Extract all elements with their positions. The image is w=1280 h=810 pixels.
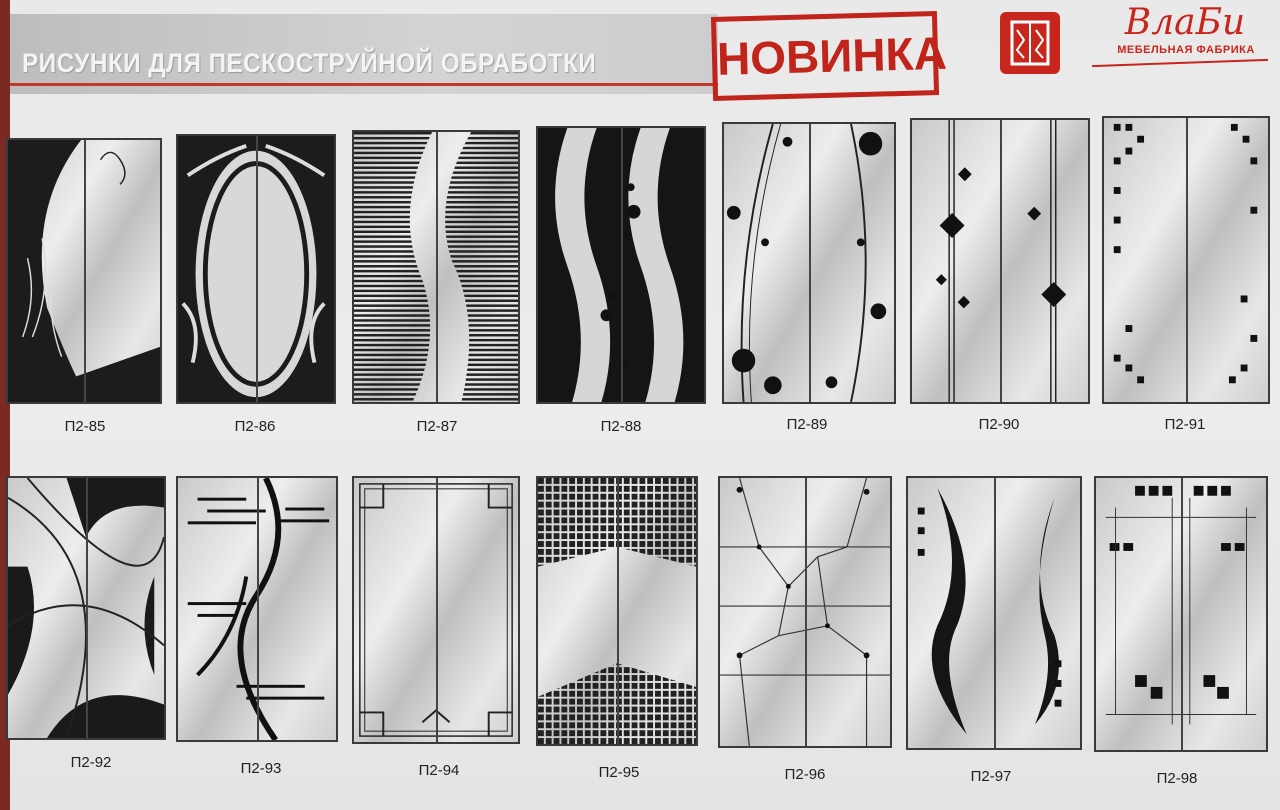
panel-p2-91[interactable] bbox=[1102, 116, 1270, 404]
pattern-bubbles-icon bbox=[726, 124, 887, 402]
panel-label: П2-85 bbox=[64, 418, 106, 435]
panel-p2-92[interactable] bbox=[6, 476, 166, 740]
panel-p2-90[interactable] bbox=[910, 118, 1090, 404]
panel-divider bbox=[809, 124, 811, 402]
panel-divider bbox=[621, 128, 623, 402]
panel-label: П2-98 bbox=[1156, 770, 1198, 787]
brand-subtitle: МЕБЕЛЬНАЯ ФАБРИКА bbox=[1117, 44, 1255, 56]
wardrobe-logo-icon bbox=[1000, 12, 1060, 74]
panel-divider bbox=[436, 132, 438, 402]
panel-divider bbox=[436, 478, 438, 742]
panel-label: П2-95 bbox=[598, 764, 640, 781]
panel-label: П2-97 bbox=[970, 768, 1012, 785]
panel-p2-94[interactable] bbox=[352, 476, 520, 744]
pattern-stripes-icon bbox=[354, 132, 518, 402]
panel-divider bbox=[805, 478, 807, 746]
panel-divider bbox=[1186, 118, 1188, 402]
panel-label: П2-91 bbox=[1164, 416, 1206, 433]
panel-label: П2-87 bbox=[416, 418, 458, 435]
pattern-arcs-icon bbox=[8, 478, 164, 738]
panel-p2-87[interactable] bbox=[352, 130, 520, 404]
pattern-flame-icon bbox=[8, 140, 160, 402]
pattern-mosaic-icon bbox=[1105, 485, 1257, 725]
panel-p2-95[interactable] bbox=[536, 476, 698, 746]
panel-label: П2-93 bbox=[240, 760, 282, 777]
pattern-leaves-icon bbox=[917, 487, 1062, 735]
pattern-ribbon-icon bbox=[187, 478, 330, 740]
panel-divider bbox=[84, 140, 86, 402]
panel-label: П2-90 bbox=[978, 416, 1020, 433]
page-title: РИСУНКИ ДЛЯ ПЕСКОСТРУЙНОЙ ОБРАБОТКИ bbox=[22, 48, 597, 78]
new-stamp: НОВИНКА bbox=[710, 11, 947, 101]
panel-divider bbox=[994, 478, 996, 748]
panel-p2-96[interactable] bbox=[718, 476, 892, 748]
panel-p2-89[interactable] bbox=[722, 122, 896, 404]
panel-divider bbox=[1181, 478, 1183, 750]
panel-divider bbox=[617, 478, 619, 744]
panel-p2-88[interactable] bbox=[536, 126, 706, 404]
panel-divider bbox=[257, 478, 259, 740]
panel-p2-86[interactable] bbox=[176, 134, 336, 404]
panel-label: П2-94 bbox=[418, 762, 460, 779]
pattern-squares-icon bbox=[1113, 123, 1258, 384]
panel-label: П2-88 bbox=[600, 418, 642, 435]
panel-label: П2-96 bbox=[784, 766, 826, 783]
title-underline bbox=[10, 83, 718, 86]
panel-p2-98[interactable] bbox=[1094, 476, 1268, 752]
pattern-diamonds-icon bbox=[935, 120, 1067, 402]
panel-p2-93[interactable] bbox=[176, 476, 338, 742]
panel-label: П2-89 bbox=[786, 416, 828, 433]
header-band bbox=[10, 14, 718, 94]
panel-p2-97[interactable] bbox=[906, 476, 1082, 750]
panel-label: П2-92 bbox=[70, 754, 112, 771]
panel-divider bbox=[256, 136, 258, 402]
brand-name: ВлаБи bbox=[1124, 2, 1246, 43]
panel-p2-85[interactable] bbox=[6, 138, 162, 404]
panel-divider bbox=[86, 478, 88, 738]
panel-label: П2-86 bbox=[234, 418, 276, 435]
panel-divider bbox=[1000, 120, 1002, 402]
